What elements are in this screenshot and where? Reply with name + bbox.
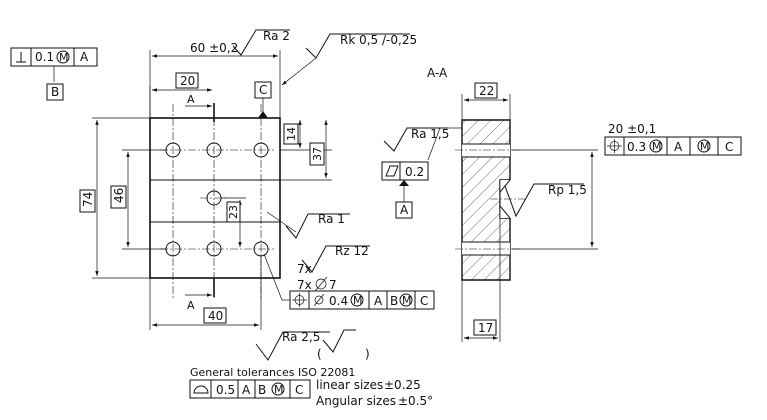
svg-text:0.1: 0.1	[35, 50, 54, 64]
mmc-icon	[271, 382, 285, 396]
general-tolerances-label: General tolerances ISO 22081	[190, 366, 355, 379]
perpendicularity-fcf: 0.1 M A B	[10, 47, 98, 101]
svg-text:0.3: 0.3	[627, 140, 646, 154]
front-view: 60 ±0,2 20 A A C 74 46 23	[10, 29, 435, 330]
svg-text:A: A	[674, 140, 683, 154]
svg-text:M: M	[700, 140, 710, 153]
roughness-rk: Rk 0,5 /-0,25	[281, 33, 417, 86]
linear-sizes-label: linear sizes	[316, 378, 383, 392]
roughness-check-icon	[322, 329, 356, 353]
svg-text:Ra 1,5: Ra 1,5	[411, 127, 449, 141]
dim-height: 74	[81, 192, 95, 207]
section-letter-top: A	[187, 93, 195, 106]
svg-text:Rk 0,5 /-0,25: Rk 0,5 /-0,25	[340, 33, 417, 47]
svg-text:M: M	[274, 383, 284, 396]
svg-text:M: M	[652, 140, 662, 153]
dim-bottom-hole-offset: 40	[208, 309, 223, 323]
position-icon	[607, 139, 622, 153]
dim-top-to-mid: 37	[311, 147, 324, 161]
datum-b: B	[51, 85, 59, 99]
part-outline	[149, 117, 281, 279]
dim-width: 60 ±0,2	[190, 41, 238, 55]
dim-hole-span: 46	[112, 188, 126, 203]
svg-text:M: M	[353, 294, 363, 307]
dim-top-to-hole: 14	[285, 127, 298, 141]
hole-callout: 7x 7	[263, 253, 337, 301]
svg-text:Ra 2: Ra 2	[263, 29, 290, 43]
svg-text:Rz 12: Rz 12	[335, 244, 369, 258]
svg-text:A: A	[80, 50, 89, 64]
diameter-icon	[314, 276, 328, 292]
section-letter-bottom: A	[187, 299, 195, 312]
mmc-icon	[649, 139, 663, 153]
svg-text:C: C	[295, 383, 303, 397]
dim-middle-hole: 23	[227, 205, 240, 219]
svg-text:0.2: 0.2	[405, 165, 424, 179]
svg-text:0.5: 0.5	[216, 383, 235, 397]
position-fcf-section: 0.3 M A M C	[604, 136, 742, 156]
roughness-ra25: Ra 2,5	[255, 330, 330, 361]
perpendicularity-icon	[16, 52, 26, 63]
svg-text:M: M	[402, 294, 412, 307]
section-title: A-A	[427, 66, 448, 80]
svg-text:0.4: 0.4	[329, 294, 348, 308]
section-view: A-A 22 17	[381, 66, 742, 342]
dim-section-bottom: 17	[478, 321, 493, 335]
dim-top-hole-offset: 20	[180, 74, 195, 88]
dim-section-top: 22	[479, 84, 494, 98]
linear-sizes-value: ±0.25	[384, 378, 421, 392]
surface-profile-icon	[193, 385, 209, 394]
roughness-ra2: Ra 2	[232, 29, 290, 56]
svg-text:B: B	[390, 294, 398, 308]
mmc-icon	[697, 139, 711, 153]
position-icon	[292, 293, 307, 307]
svg-text:A: A	[242, 383, 251, 397]
profile-fcf: 0.5 A B M C	[189, 379, 311, 399]
svg-text:Rp 1,5: Rp 1,5	[548, 183, 587, 197]
svg-text:C: C	[725, 140, 733, 154]
svg-text:7x: 7x	[297, 262, 312, 276]
roughness-rz12: Rz 12 7x	[297, 244, 370, 276]
svg-text:7x: 7x	[297, 278, 312, 292]
mmc-icon	[56, 50, 70, 64]
svg-text:B: B	[258, 383, 266, 397]
datum-a-section: A	[400, 203, 409, 217]
mmc-icon	[350, 293, 364, 307]
hole-diameter: 7	[329, 278, 337, 292]
position-fcf: 0.4 M A B M C	[289, 290, 435, 310]
svg-text:(: (	[317, 347, 322, 361]
svg-text:C: C	[420, 294, 428, 308]
angular-sizes-label: Angular sizes	[316, 394, 396, 408]
svg-text:): )	[365, 347, 370, 361]
flatness-fcf: 0.2 A	[381, 161, 429, 219]
dim-section-center: 20 ±0,1	[608, 122, 656, 136]
datum-c: C	[259, 83, 267, 97]
diameter-icon	[313, 293, 325, 307]
general-notes: Ra 2,5 ( ) General tolerances ISO 22081 …	[189, 329, 433, 408]
holes	[160, 104, 274, 300]
svg-text:Ra 1: Ra 1	[318, 212, 345, 226]
roughness-ra15: Ra 1,5	[383, 127, 462, 161]
roughness-rp15: Rp 1,5	[504, 183, 587, 218]
roughness-ra1: Ra 1	[266, 211, 350, 239]
svg-text:A: A	[374, 294, 383, 308]
mmc-icon	[399, 293, 413, 307]
svg-text:Ra 2,5: Ra 2,5	[282, 330, 320, 344]
svg-text:M: M	[59, 51, 69, 64]
angular-sizes-value: ±0.5°	[398, 394, 433, 408]
flatness-icon	[385, 165, 399, 177]
